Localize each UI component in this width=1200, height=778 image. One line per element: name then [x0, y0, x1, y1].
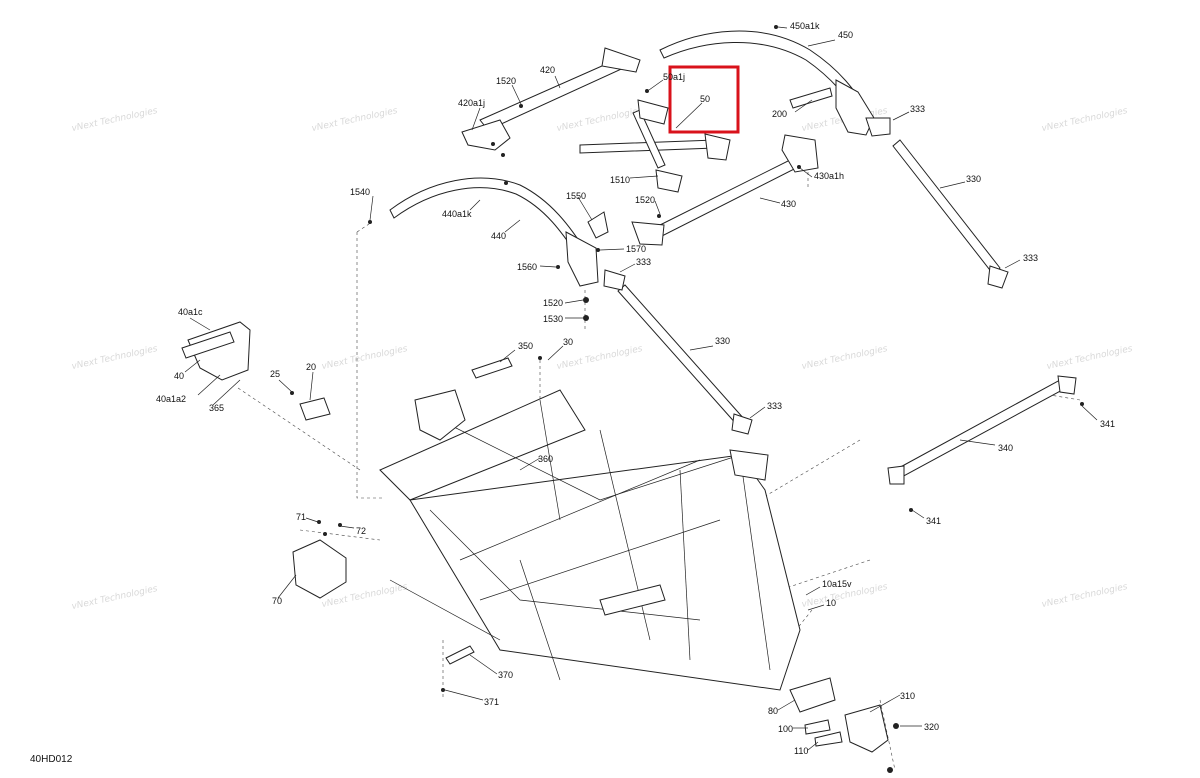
- label-1560[interactable]: 1560: [517, 262, 537, 272]
- watermark: vNext Technologies: [801, 344, 889, 372]
- part-330-upper-strut[interactable]: [892, 139, 1009, 289]
- label-10a15v[interactable]: 10a15v: [822, 579, 852, 589]
- part-40-bracket[interactable]: [181, 321, 251, 381]
- part-20-bracket[interactable]: [299, 397, 331, 421]
- label-70[interactable]: 70: [272, 596, 282, 606]
- label-1570[interactable]: 1570: [626, 244, 646, 254]
- label-430[interactable]: 430: [781, 199, 796, 209]
- watermark: vNext Technologies: [71, 344, 159, 372]
- part-420-roof-bar[interactable]: [461, 47, 641, 151]
- label-333[interactable]: 333: [910, 104, 925, 114]
- label-40a1c[interactable]: 40a1c: [178, 307, 203, 317]
- label-1530[interactable]: 1530: [543, 314, 563, 324]
- label-370[interactable]: 370: [498, 670, 513, 680]
- part-110-bracket[interactable]: [814, 731, 843, 747]
- part-50-cross-member[interactable]: [579, 99, 731, 193]
- main-frame[interactable]: [379, 389, 801, 691]
- part-1550-bracket[interactable]: [587, 211, 609, 239]
- label-440[interactable]: 440: [491, 231, 506, 241]
- watermark: vNext Technologies: [556, 106, 644, 134]
- part-330-center-strut[interactable]: [603, 269, 753, 435]
- label-200[interactable]: 200: [772, 109, 787, 119]
- label-320[interactable]: 320: [924, 722, 939, 732]
- label-330[interactable]: 330: [715, 336, 730, 346]
- watermark: vNext Technologies: [556, 344, 644, 372]
- label-333[interactable]: 333: [767, 401, 782, 411]
- label-340[interactable]: 340: [998, 443, 1013, 453]
- label-100[interactable]: 100: [778, 724, 793, 734]
- label-341[interactable]: 341: [1100, 419, 1115, 429]
- watermark: vNext Technologies: [321, 344, 409, 372]
- label-341[interactable]: 341: [926, 516, 941, 526]
- watermark: vNext Technologies: [71, 106, 159, 134]
- label-1520[interactable]: 1520: [496, 76, 516, 86]
- part-100-bracket[interactable]: [804, 719, 831, 735]
- label-50[interactable]: 50: [700, 94, 710, 104]
- label-365[interactable]: 365: [209, 403, 224, 413]
- part-440-front-bar[interactable]: [389, 177, 599, 287]
- label-30[interactable]: 30: [563, 337, 573, 347]
- label-20[interactable]: 20: [306, 362, 316, 372]
- label-330[interactable]: 330: [966, 174, 981, 184]
- label-40a1a2[interactable]: 40a1a2: [156, 394, 186, 404]
- part-310-mount[interactable]: [844, 704, 889, 753]
- label-1540[interactable]: 1540: [350, 187, 370, 197]
- label-360[interactable]: 360: [538, 454, 553, 464]
- label-1510[interactable]: 1510: [610, 175, 630, 185]
- label-72[interactable]: 72: [356, 526, 366, 536]
- part-70-mount[interactable]: [292, 539, 347, 599]
- label-10[interactable]: 10: [826, 598, 836, 608]
- label-310[interactable]: 310: [900, 691, 915, 701]
- watermark: vNext Technologies: [1041, 582, 1129, 610]
- hardware: [290, 25, 1084, 773]
- watermark: vNext Technologies: [1041, 106, 1129, 134]
- assembly-lines: [237, 160, 1081, 771]
- watermark: vNext Technologies: [71, 584, 159, 612]
- label-420a1j[interactable]: 420a1j: [458, 98, 485, 108]
- label-450[interactable]: 450: [838, 30, 853, 40]
- label-1550[interactable]: 1550: [566, 191, 586, 201]
- label-420[interactable]: 420: [540, 65, 555, 75]
- label-333[interactable]: 333: [1023, 253, 1038, 263]
- part-450-rear-bar[interactable]: [659, 30, 891, 137]
- label-371[interactable]: 371: [484, 697, 499, 707]
- label-333[interactable]: 333: [636, 257, 651, 267]
- part-labels: 450a1k 450 420 1520 420a1j 50a1j 50 200 …: [156, 21, 1115, 756]
- part-430-roof-bar[interactable]: [631, 134, 819, 246]
- part-200-tube[interactable]: [789, 87, 833, 109]
- label-80[interactable]: 80: [768, 706, 778, 716]
- label-50a1j[interactable]: 50a1j: [663, 72, 685, 82]
- highlight-box: [668, 65, 740, 134]
- label-1520[interactable]: 1520: [543, 298, 563, 308]
- watermark: vNext Technologies: [311, 106, 399, 134]
- label-350[interactable]: 350: [518, 341, 533, 351]
- diagram-id: 40HD012: [30, 754, 73, 765]
- part-350-link[interactable]: [471, 357, 513, 379]
- label-40[interactable]: 40: [174, 371, 184, 381]
- part-340-rear-bar[interactable]: [887, 375, 1077, 485]
- label-440a1k[interactable]: 440a1k: [442, 209, 472, 219]
- label-25[interactable]: 25: [270, 369, 280, 379]
- part-80-bracket[interactable]: [789, 677, 836, 713]
- leader-lines: [184, 26, 1098, 751]
- part-370-link[interactable]: [445, 645, 475, 665]
- label-1520[interactable]: 1520: [635, 195, 655, 205]
- label-110[interactable]: 110: [794, 746, 808, 756]
- label-71[interactable]: 71: [296, 512, 306, 522]
- label-450a1k[interactable]: 450a1k: [790, 21, 820, 31]
- label-430a1h[interactable]: 430a1h: [814, 171, 844, 181]
- watermark: vNext Technologies: [1046, 344, 1134, 372]
